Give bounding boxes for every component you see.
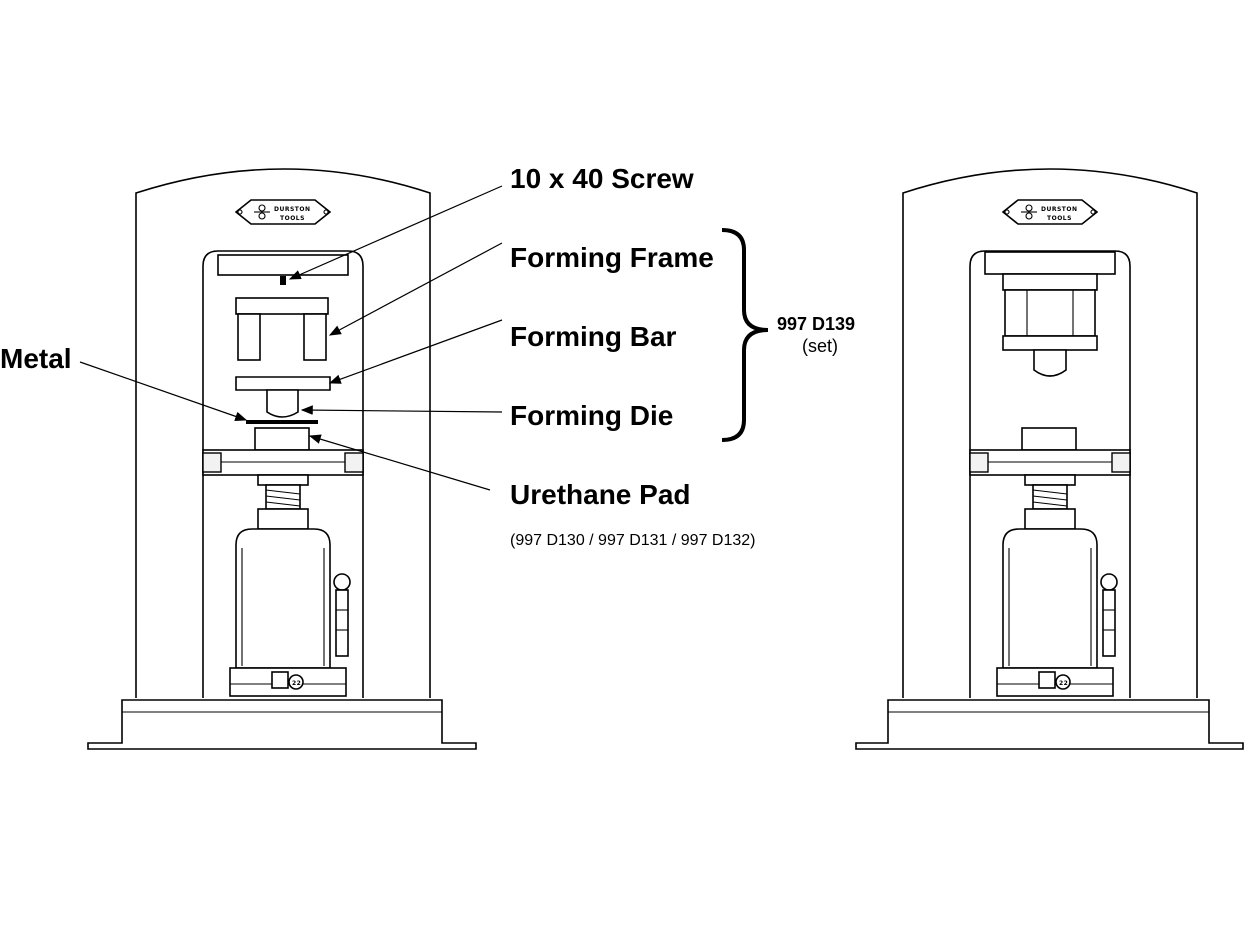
urethane-pad-part — [1021, 427, 1077, 451]
screw-leader — [288, 185, 503, 280]
jack-ram — [1024, 484, 1076, 530]
press-window — [202, 250, 364, 698]
bottle-jack: 22 — [229, 528, 351, 697]
forming-bar-part — [235, 376, 331, 418]
press-exploded: DURSTON TOOLS — [87, 168, 477, 750]
durston-tools-logo: DURSTON TOOLS — [234, 199, 332, 225]
logo-line2: TOOLS — [280, 215, 305, 222]
durston-tools-logo: DURSTON TOOLS — [1001, 199, 1099, 225]
jack-badge-left: 22 — [292, 680, 301, 687]
press-base — [87, 699, 477, 750]
press-platen — [969, 449, 1131, 486]
press-platen — [202, 449, 364, 486]
label-forming-bar: Forming Bar — [510, 321, 677, 352]
press-assembled: DURSTON TOOLS — [855, 168, 1244, 750]
press-frame — [135, 168, 431, 698]
forming-frame-part — [235, 297, 329, 361]
set-brace — [721, 228, 769, 442]
logo-line2: TOOLS — [1047, 215, 1072, 222]
press-frame — [902, 168, 1198, 698]
jack-ram — [257, 484, 309, 530]
label-set-note: (set) — [802, 336, 838, 356]
urethane-pad-part — [254, 427, 310, 451]
leader-lines — [79, 185, 769, 491]
label-metal: Metal — [0, 343, 72, 374]
forming-bar-leader — [328, 319, 503, 384]
label-urethane-pad-parts: (997 D130 / 997 D131 / 997 D132) — [510, 532, 756, 549]
label-forming-frame: Forming Frame — [510, 242, 714, 273]
bottle-jack: 22 — [996, 528, 1118, 697]
label-screw: 10 x 40 Screw — [510, 163, 694, 194]
forming-frame-leader — [328, 242, 503, 336]
press-window — [969, 250, 1131, 698]
metal-part — [246, 420, 318, 424]
label-forming-die: Forming Die — [510, 400, 673, 431]
jack-badge-right: 22 — [1059, 680, 1068, 687]
logo-line1: DURSTON — [274, 206, 311, 213]
label-urethane-pad: Urethane Pad — [510, 479, 691, 510]
screw-part — [280, 276, 286, 285]
metal-leader — [79, 361, 248, 421]
press-base — [855, 699, 1244, 750]
press-top-bar — [217, 254, 349, 276]
urethane-pad-leader — [308, 434, 491, 491]
forming-die-leader — [300, 405, 503, 415]
label-set-part-number: 997 D139 — [777, 314, 855, 334]
logo-line1: DURSTON — [1041, 206, 1078, 213]
assembled-tooling — [984, 251, 1116, 377]
